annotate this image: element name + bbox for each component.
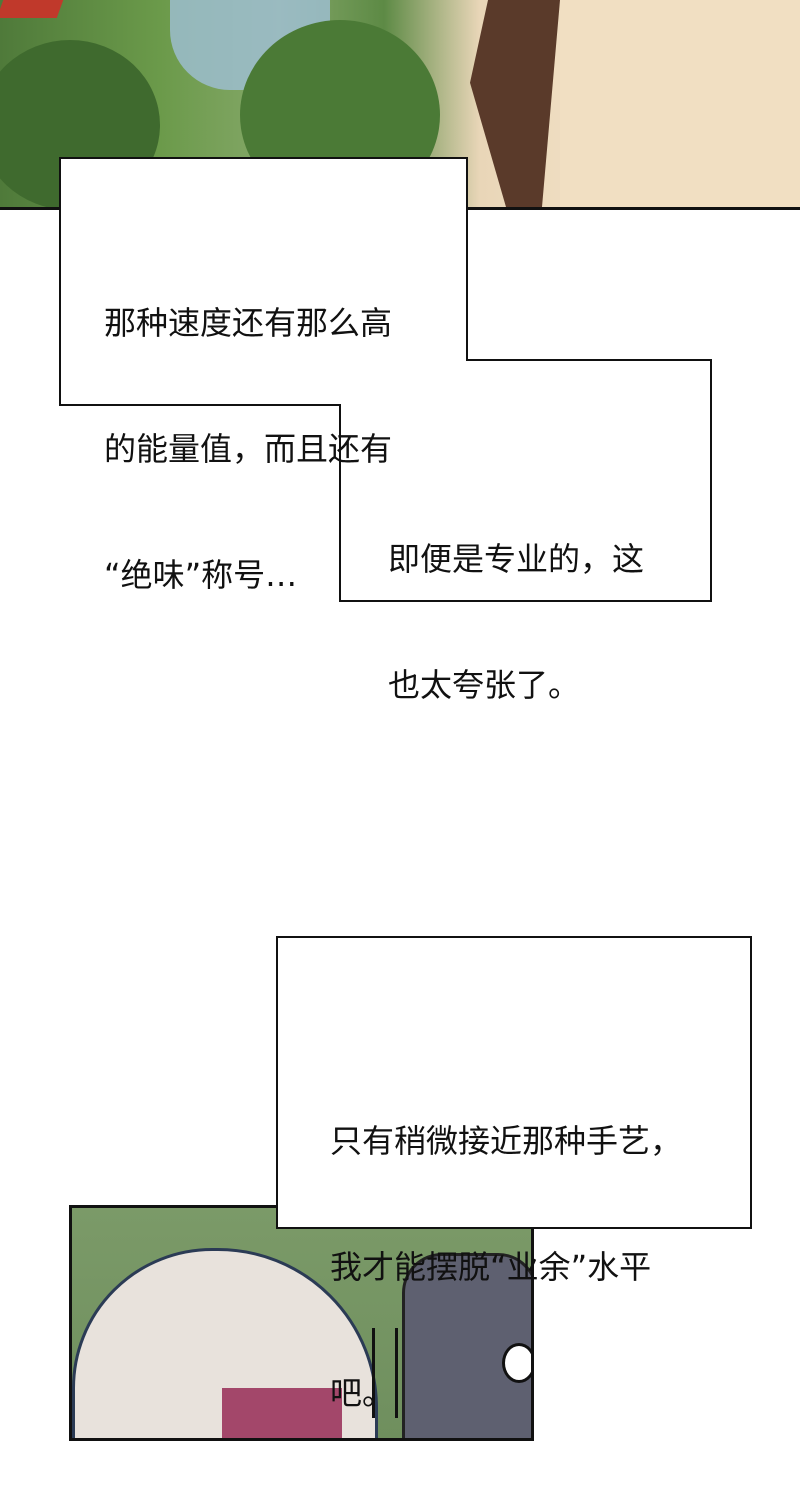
- character-hair: [560, 0, 800, 207]
- narration-box-1: 那种速度还有那么高 的能量值，而且还有 “绝味”称号…: [104, 218, 392, 638]
- narration-box-outline: [59, 157, 712, 602]
- text-line: “绝味”称号…: [104, 556, 298, 594]
- bottom-comic-panel: [69, 1205, 534, 1441]
- character-hair: [222, 1388, 342, 1438]
- text-line: 我才能摆脱“业余”水平: [330, 1248, 652, 1286]
- creature-eye: [502, 1343, 531, 1383]
- motion-lines: [372, 1328, 398, 1418]
- text-line: 只有稍微接近那种手艺，: [330, 1122, 683, 1160]
- narration-box-3: 只有稍微接近那种手艺， 我才能摆脱“业余”水平 吧。: [276, 936, 752, 1412]
- text-line: 即便是专业的，这: [388, 540, 645, 578]
- text-line: 也太夸张了。: [388, 666, 581, 704]
- narration-boxes: [59, 157, 712, 602]
- narration-box-2: 即便是专业的，这 也太夸张了。: [388, 454, 644, 748]
- text-line: 的能量值，而且还有: [104, 430, 393, 468]
- text-line: 那种速度还有那么高: [104, 304, 393, 342]
- text-line: 吧。: [330, 1374, 395, 1412]
